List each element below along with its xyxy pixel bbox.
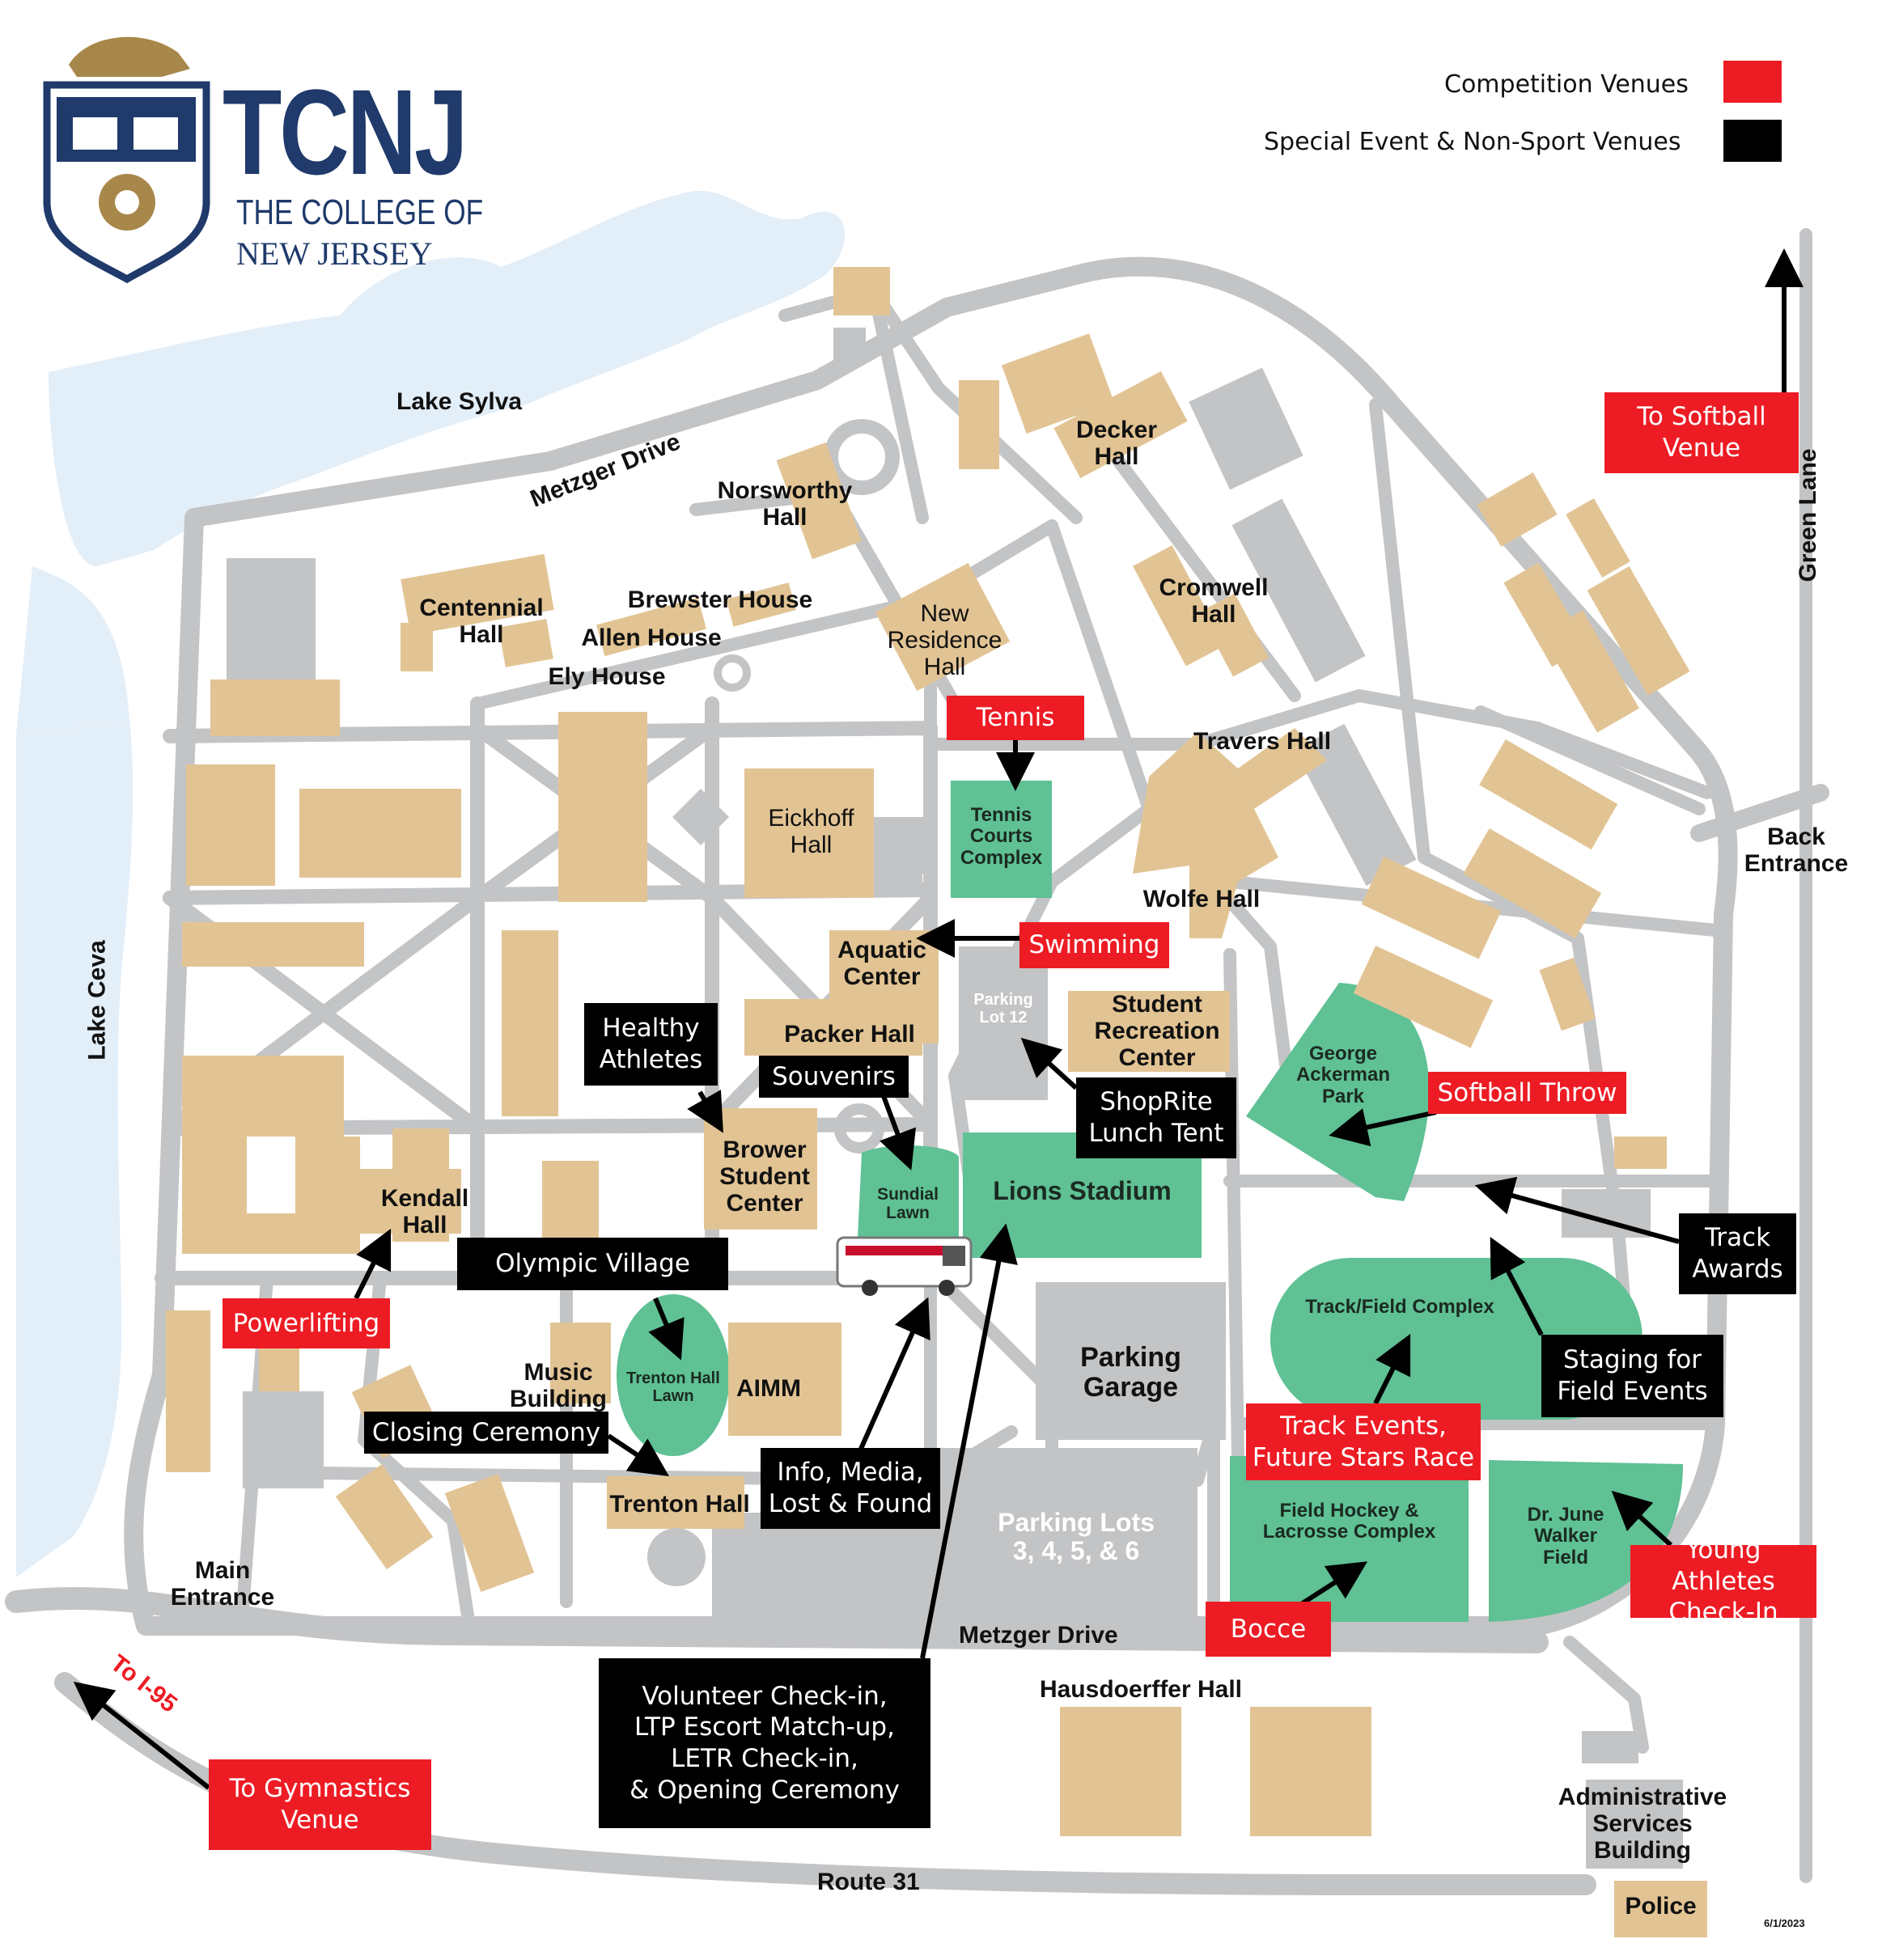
lots-3456-label: Parking Lots 3, 4, 5, & 6 [998, 1508, 1155, 1566]
new-residence-label: New Residence Hall [887, 600, 1002, 680]
bocce-arrow-icon [1297, 1561, 1368, 1608]
student-rec-label: Student Recreation Center [1094, 991, 1220, 1071]
shoprite-tag[interactable]: ShopRite Lunch Tent [1076, 1077, 1236, 1158]
parking-lots [227, 328, 1683, 1869]
wolfe-label: Wolfe Hall [1142, 886, 1261, 912]
admin-label: Administrative Services Building [1558, 1784, 1727, 1864]
field-hockey-label: Field Hockey & Lacrosse Complex [1262, 1500, 1436, 1543]
tennis-venue-tag[interactable]: Tennis [947, 696, 1084, 740]
lions-stadium-label: Lions Stadium [993, 1176, 1172, 1205]
lion-crest-shield-icon [43, 36, 210, 284]
music-label: Music Building [510, 1359, 607, 1412]
info-arrow-icon [855, 1297, 930, 1458]
brewster-label: Brewster House [627, 586, 813, 613]
metzger-south-label: Metzger Drive [959, 1622, 1118, 1649]
ackerman-label: George Ackerman Park [1295, 1043, 1391, 1107]
green-lane-label: Green Lane [1795, 448, 1821, 582]
aimm-label: AIMM [736, 1375, 801, 1402]
arrows [73, 248, 1804, 1790]
garage-label: Parking Garage [1080, 1342, 1181, 1403]
tennis-courts-label: Tennis Courts Complex [960, 804, 1043, 869]
staging-arrow-icon [1490, 1237, 1544, 1336]
lake-ceva-label: Lake Ceva [83, 940, 111, 1060]
allen-label: Allen House [581, 624, 722, 651]
norsworthy-label: Norsworthy Hall [717, 477, 853, 531]
swimming-venue-tag[interactable]: Swimming [1019, 922, 1169, 968]
to-softball-venue-tag[interactable]: To Softball Venue [1604, 392, 1799, 473]
kendall-arrow-icon [354, 1228, 392, 1300]
trenton-label: Trenton Hall [609, 1491, 750, 1518]
main-entrance-label: Main Entrance [170, 1557, 275, 1611]
legend-competition-label: Competition Venues [1444, 70, 1689, 99]
map-date: 6/1/2023 [1764, 1917, 1805, 1929]
centennial-label: Centennial Hall [419, 595, 544, 648]
eickhoff-label: Eickhoff Hall [768, 805, 854, 858]
track-awards-tag[interactable]: Track Awards [1679, 1213, 1796, 1294]
sundial-label: Sundial Lawn [877, 1185, 939, 1223]
softball-throw-arrow-icon [1329, 1108, 1437, 1147]
parking-lots-3456 [712, 1448, 1197, 1626]
olympic-village-arrow-icon [648, 1297, 685, 1361]
buildings [166, 267, 1707, 1937]
legend-special-label: Special Event & Non-Sport Venues [1264, 128, 1681, 156]
kendall-label: Kendall Hall [380, 1185, 469, 1238]
lake-ceva [16, 720, 134, 1577]
trenton-lawn-label: Trenton Hall Lawn [626, 1369, 720, 1405]
track-events-arrow-icon [1373, 1333, 1411, 1405]
logo-line-nj: NEW JERSEY [236, 235, 433, 272]
police-label: Police [1625, 1893, 1697, 1920]
cromwell-label: Cromwell Hall [1159, 574, 1269, 628]
healthy-athletes-tag[interactable]: Healthy Athletes [584, 1003, 718, 1086]
tennis-field [951, 781, 1052, 898]
staging-field-events-tag[interactable]: Staging for Field Events [1541, 1335, 1723, 1417]
souvenirs-arrow-icon [880, 1094, 916, 1170]
healthy-athletes-arrow-icon [687, 1090, 723, 1133]
parking-garage [1036, 1282, 1226, 1440]
closing-arrow-icon [607, 1433, 669, 1476]
sundial-field [858, 1145, 959, 1256]
packer-label: Packer Hall [784, 1021, 915, 1048]
shoprite-arrow-icon [1020, 1037, 1079, 1090]
track-events-venue-tag[interactable]: Track Events, Future Stars Race [1246, 1403, 1481, 1480]
volunteer-checkin-tag[interactable]: Volunteer Check-in, LTP Escort Match-up,… [599, 1658, 930, 1828]
to-gymnastics-venue-tag[interactable]: To Gymnastics Venue [209, 1759, 431, 1850]
lake-sylva-label: Lake Sylva [396, 388, 523, 415]
hausdoerffer-label: Hausdoerffer Hall [1039, 1676, 1243, 1703]
souvenirs-tag[interactable]: Souvenirs [759, 1056, 909, 1098]
volunteer-arrow-icon [920, 1223, 1018, 1659]
bocce-venue-tag[interactable]: Bocce [1206, 1602, 1331, 1657]
lot12-label: Parking Lot 12 [973, 991, 1033, 1027]
ely-label: Ely House [548, 663, 666, 690]
june-walker-label: Dr. June Walker Field [1527, 1504, 1604, 1568]
back-entrance-label: Back Entrance [1744, 823, 1849, 877]
route-31-label: Route 31 [817, 1869, 920, 1895]
travers-label: Travers Hall [1193, 728, 1332, 755]
track-field-label: Track/Field Complex [1305, 1296, 1494, 1318]
logo-wordmark: TCNJ [223, 64, 468, 200]
decker-label: Decker Hall [1075, 417, 1158, 470]
young-athletes-arrow-icon [1611, 1490, 1673, 1547]
mobile-command-bus-icon [836, 1236, 973, 1296]
trenton-dome [647, 1528, 706, 1586]
legend-special-swatch [1723, 120, 1782, 162]
young-athletes-venue-tag[interactable]: Young Athletes Check-In [1630, 1535, 1816, 1627]
softball-throw-venue-tag[interactable]: Softball Throw [1428, 1072, 1626, 1114]
powerlifting-venue-tag[interactable]: Powerlifting [223, 1298, 390, 1348]
olympic-village-tag[interactable]: Olympic Village [457, 1238, 728, 1290]
brower-label: Brower Student Center [719, 1137, 810, 1217]
aquatic-label: Aquatic Center [837, 937, 926, 990]
gymnastics-arrow-icon [73, 1681, 210, 1790]
water [16, 190, 845, 1577]
logo-line-college: THE COLLEGE OF [236, 193, 484, 232]
info-media-tag[interactable]: Info, Media, Lost & Found [761, 1448, 940, 1529]
track-awards-arrow-icon [1474, 1176, 1680, 1244]
closing-ceremony-tag[interactable]: Closing Ceremony [364, 1412, 608, 1454]
lake-sylva [49, 190, 845, 566]
legend-competition-swatch [1723, 61, 1782, 103]
ackerman-field [1246, 983, 1430, 1201]
trenton-lawn-field [617, 1294, 730, 1456]
